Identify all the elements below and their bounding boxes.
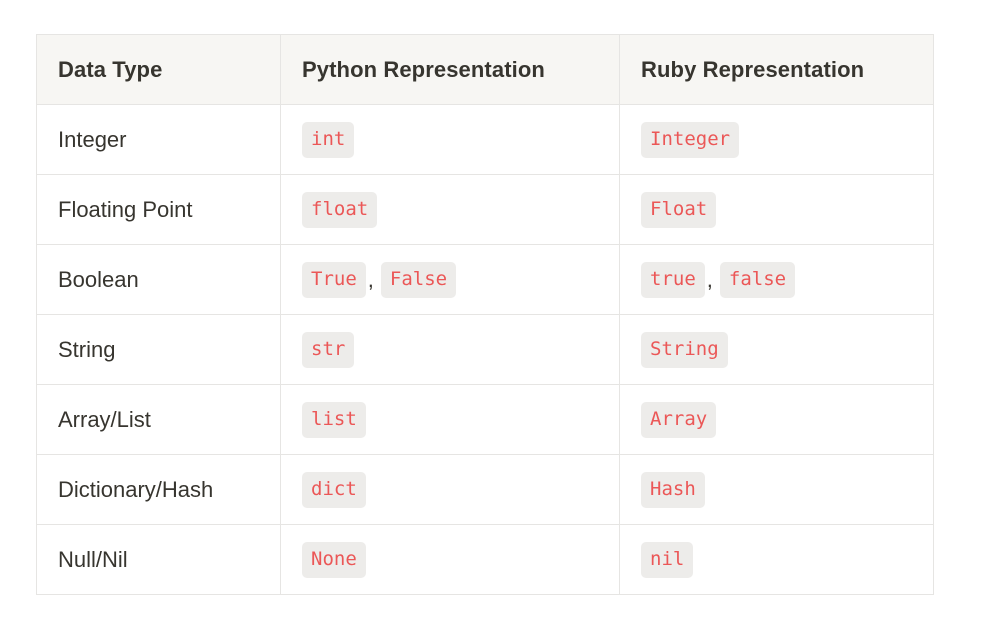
data-type-label: Array/List <box>58 406 151 432</box>
data-type-comparison-table: Data Type Python Representation Ruby Rep… <box>36 34 934 595</box>
ruby-cell: String <box>619 314 934 385</box>
code-pill: False <box>380 261 457 298</box>
data-type-comparison-table-wrapper: Data Type Python Representation Ruby Rep… <box>36 34 934 595</box>
ruby-cell: Array <box>619 384 934 455</box>
python-cell: dict <box>280 454 620 525</box>
code-pill: dict <box>302 471 366 508</box>
code-pill: String <box>641 331 728 368</box>
code-pill: Hash <box>641 471 705 508</box>
header-ruby-representation: Ruby Representation <box>619 34 934 105</box>
python-cell: float <box>280 174 620 245</box>
table-row: Integer int Integer <box>36 104 934 175</box>
code-pill: float <box>302 191 378 228</box>
code-pill: Float <box>641 191 717 228</box>
comma-separator: , <box>367 266 374 292</box>
python-cell: None <box>280 524 620 595</box>
data-type-cell: Integer <box>36 104 281 175</box>
code-pill: Integer <box>641 121 740 158</box>
data-type-cell: Boolean <box>36 244 281 315</box>
python-cell: list <box>280 384 620 455</box>
python-cell: True,False <box>280 244 620 315</box>
code-pill: list <box>302 401 366 438</box>
python-cell: int <box>280 104 620 175</box>
table-row: Floating Point float Float <box>36 174 934 245</box>
comma-separator: , <box>706 266 713 292</box>
data-type-cell: Dictionary/Hash <box>36 454 281 525</box>
table-row: Array/List list Array <box>36 384 934 455</box>
ruby-cell: Hash <box>619 454 934 525</box>
code-pill: str <box>302 331 355 368</box>
table-row: String str String <box>36 314 934 385</box>
data-type-label: Floating Point <box>58 196 193 222</box>
python-cell: str <box>280 314 620 385</box>
ruby-cell: true,false <box>619 244 934 315</box>
ruby-cell: Float <box>619 174 934 245</box>
code-pill: Array <box>641 401 717 438</box>
data-type-cell: Array/List <box>36 384 281 455</box>
data-type-label: Dictionary/Hash <box>58 476 214 502</box>
table-header: Data Type Python Representation Ruby Rep… <box>36 34 934 105</box>
data-type-cell: Floating Point <box>36 174 281 245</box>
ruby-cell: nil <box>619 524 934 595</box>
data-type-label: Integer <box>58 126 127 152</box>
table-header-row: Data Type Python Representation Ruby Rep… <box>36 34 934 105</box>
code-pill: True <box>302 261 366 298</box>
code-pill: false <box>719 261 796 298</box>
code-pill: None <box>302 541 366 578</box>
data-type-label: Boolean <box>58 266 139 292</box>
ruby-cell: Integer <box>619 104 934 175</box>
code-pill: true <box>641 261 705 298</box>
code-pill: int <box>302 121 355 158</box>
header-data-type: Data Type <box>36 34 281 105</box>
data-type-label: String <box>58 336 116 362</box>
data-type-cell: String <box>36 314 281 385</box>
header-python-representation: Python Representation <box>280 34 620 105</box>
data-type-label: Null/Nil <box>58 546 128 572</box>
table-row: Boolean True,False true,false <box>36 244 934 315</box>
data-type-cell: Null/Nil <box>36 524 281 595</box>
table-row: Null/Nil None nil <box>36 524 934 595</box>
code-pill: nil <box>641 541 694 578</box>
table-body: Integer int Integer Floating Point float… <box>36 104 934 595</box>
table-row: Dictionary/Hash dict Hash <box>36 454 934 525</box>
